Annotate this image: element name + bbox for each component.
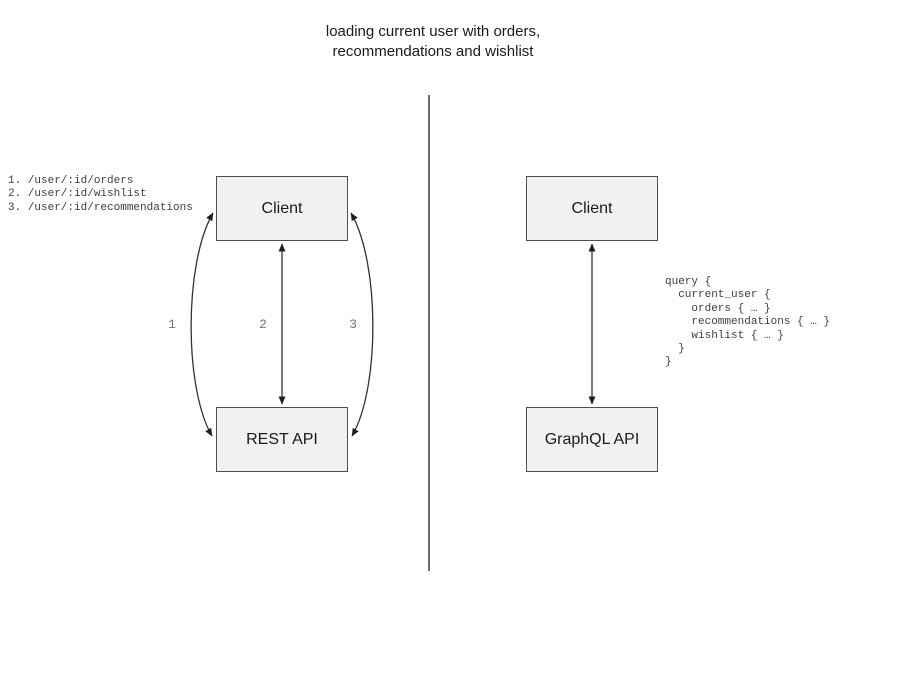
route-item-wishlist: 2. /user/:id/wishlist [8,188,147,201]
graphql-client-box: Client [526,176,658,241]
rest-api-label: REST API [246,430,318,448]
diagram-title: loading current user with orders, recomm… [133,22,733,62]
graphql-query-snippet: query { current_user { orders { … } reco… [665,276,830,370]
rest-api-box: REST API [216,407,348,472]
query-line: orders { … } [665,302,771,315]
arrow-orders-curve [190,212,214,437]
query-line: recommendations { … } [665,316,831,329]
rest-routes-list: 1. /user/:id/orders 2. /user/:id/wishlis… [8,175,193,215]
title-line-1: loading current user with orders, [325,23,541,40]
query-line: current_user { [665,289,771,302]
route-item-orders: 1. /user/:id/orders [8,175,134,187]
query-line: query { [665,276,712,288]
graphql-client-label: Client [571,199,613,217]
graphql-api-box: GraphQL API [526,407,658,472]
arrow-label-3: 3 [349,317,357,332]
rest-client-box: Client [216,176,348,241]
query-line: } [665,356,672,369]
graphql-api-label: GraphQL API [544,430,640,448]
panel-divider [428,95,430,571]
arrow-label-1: 1 [168,317,176,332]
route-item-recommendations: 3. /user/:id/recommendations [8,201,193,214]
query-line: wishlist { … } [665,329,784,342]
title-line-2: recommendations and wishlist [332,43,534,60]
arrow-label-2: 2 [259,317,267,332]
rest-client-label: Client [261,199,303,217]
query-line: } [665,343,685,356]
